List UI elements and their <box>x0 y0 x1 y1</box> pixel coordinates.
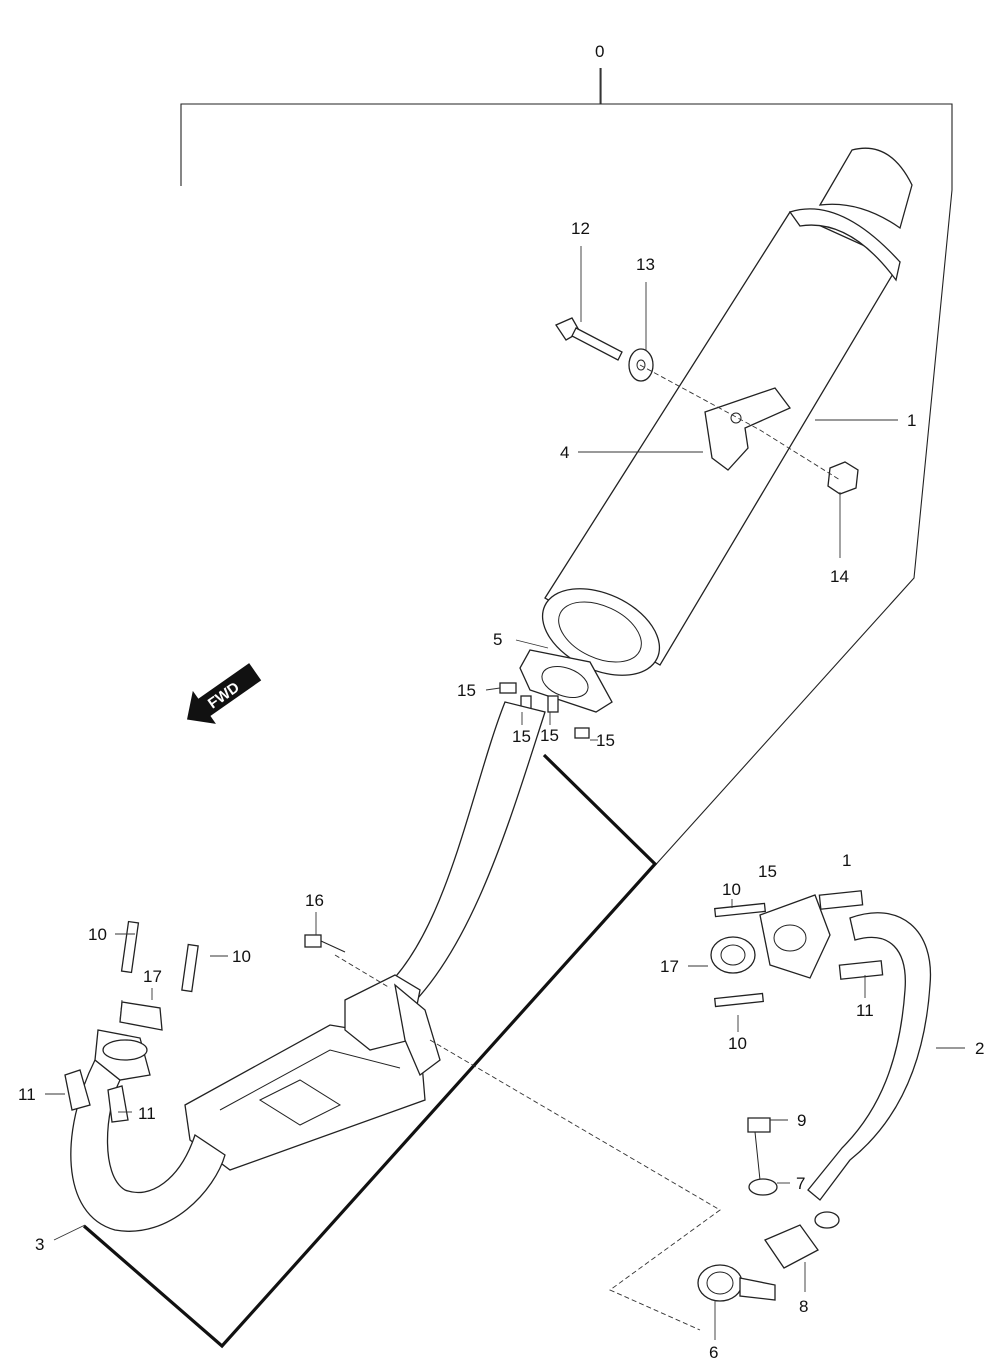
sleeve-8 <box>764 1224 819 1269</box>
callout-3: 3 <box>35 1235 44 1254</box>
flange-bolts <box>499 682 590 739</box>
nut-14 <box>827 461 859 495</box>
inset-header-pipe <box>807 912 932 1229</box>
callout-10c: 10 <box>722 880 741 899</box>
callout-10a: 10 <box>88 925 107 944</box>
callout-7: 7 <box>796 1174 805 1193</box>
bolt-16 <box>304 934 346 953</box>
projection-lines <box>119 364 841 1331</box>
callout-11d: 1 <box>842 851 851 870</box>
callout-5: 5 <box>493 630 502 649</box>
callout-15c: 15 <box>540 726 559 745</box>
silencer-body <box>184 974 441 1171</box>
callout-11b: 11 <box>138 1104 156 1123</box>
forward-arrow-icon: FWD <box>187 663 262 724</box>
callout-12: 12 <box>571 219 590 238</box>
callout-10d: 10 <box>728 1034 747 1053</box>
callout-13: 13 <box>636 255 655 274</box>
gasket <box>519 649 613 713</box>
callout-1: 1 <box>907 411 916 430</box>
callout-14: 14 <box>830 567 849 586</box>
callout-17b: 17 <box>660 957 679 976</box>
assembly-outline <box>82 753 658 1349</box>
callout-labels: 0 12 13 1 4 14 5 15 15 15 15 15 1 16 10 … <box>18 42 984 1362</box>
callout-4: 4 <box>560 443 569 462</box>
inset-gasket-17 <box>710 936 756 974</box>
callout-10b: 10 <box>232 947 251 966</box>
inset-studs <box>713 890 884 1008</box>
bolt-9 <box>747 1117 771 1181</box>
inset-flange <box>759 894 831 979</box>
callout-8: 8 <box>799 1297 808 1316</box>
clamp-6 <box>697 1264 776 1302</box>
callout-15e: 15 <box>758 862 777 881</box>
callout-2: 2 <box>975 1039 984 1058</box>
header-pipe <box>64 920 226 1232</box>
bolt-12 <box>555 317 623 361</box>
leader-lines <box>45 68 965 1340</box>
callout-17a: 17 <box>143 967 162 986</box>
muffler <box>541 147 913 676</box>
callout-11a: 11 <box>18 1085 36 1104</box>
callout-15a: 15 <box>457 681 476 700</box>
callout-16: 16 <box>305 891 324 910</box>
callout-15d: 15 <box>596 731 615 750</box>
link-pipe <box>368 701 546 1021</box>
callout-9: 9 <box>797 1111 806 1130</box>
callout-15b: 15 <box>512 727 531 746</box>
callout-6: 6 <box>709 1343 718 1362</box>
washer-13 <box>628 348 654 382</box>
callout-11c: 11 <box>856 1001 874 1020</box>
callout-0: 0 <box>595 42 604 61</box>
washer-7 <box>748 1178 778 1196</box>
